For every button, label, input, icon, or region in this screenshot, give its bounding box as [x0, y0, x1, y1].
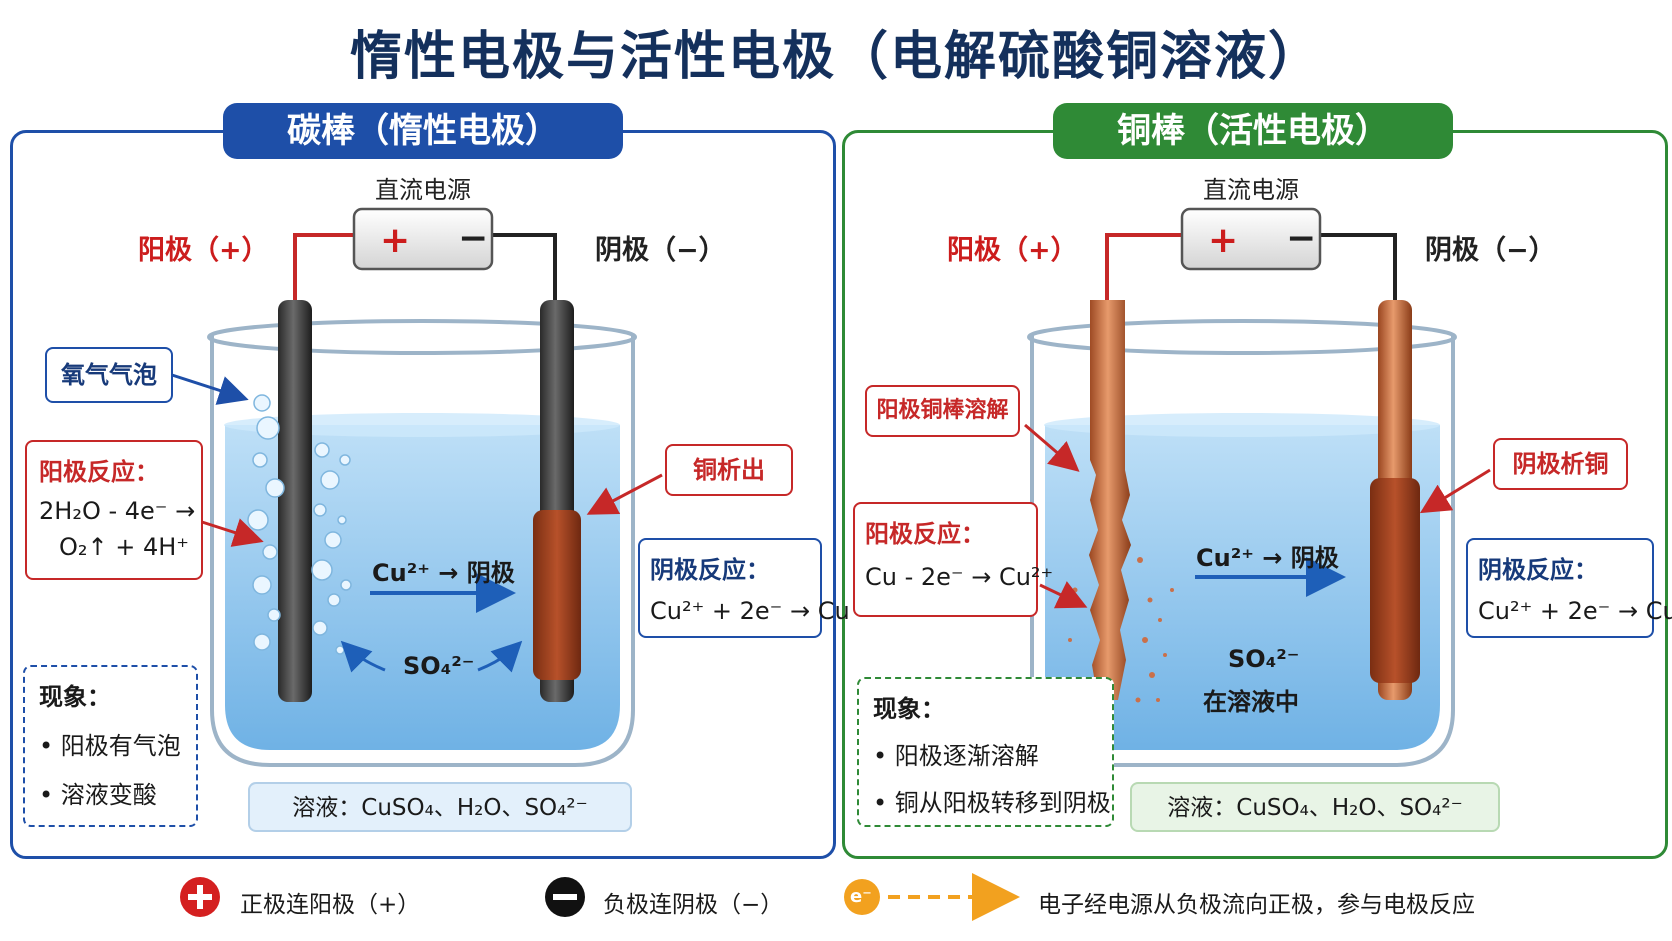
active-panel-tab: 铜棒（活性电极）: [1053, 103, 1453, 159]
cathode-reaction-box: 阴极反应： Cu²⁺ + 2e⁻ → Cu: [638, 538, 850, 638]
power-supply-right: [1180, 207, 1322, 271]
phenomenon-item-right: • 阳极逐渐溶解: [873, 742, 1039, 770]
copper-pointer: [586, 473, 663, 515]
phenomena-title-right: 现象：: [873, 695, 945, 723]
anode-equation-right: Cu - 2e⁻ → Cu²⁺: [865, 563, 1054, 591]
minus-icon: −: [458, 218, 488, 259]
cathode-copper-pointer: [1419, 468, 1491, 514]
cathode-wire: [490, 233, 557, 300]
anode-label: 阳极（+）: [138, 235, 269, 266]
cathode-reaction-box-right: 阴极反应： Cu²⁺ + 2e⁻ → Cu: [1466, 538, 1672, 638]
anode-reaction-title-right: 阳极反应：: [865, 520, 985, 548]
page-title: 惰性电极与活性电极（电解硫酸铜溶液）: [349, 27, 1322, 87]
anode-equation-line1: 2H₂O - 4e⁻ →: [39, 497, 196, 525]
phenomenon-item: • 溶液变酸: [39, 781, 157, 809]
solution-label-right: 溶液：CuSO₄、H₂O、SO₄²⁻: [1130, 782, 1500, 832]
power-supply-label-right: 直流电源: [1203, 176, 1299, 204]
plus-icon: +: [380, 220, 410, 261]
anode-equation-line2: O₂↑ + 4H⁺: [59, 533, 189, 561]
cathode-equation: Cu²⁺ + 2e⁻ → Cu: [650, 597, 850, 625]
carbon-anode: [278, 300, 312, 702]
copper-deposit-callout: 铜析出: [665, 444, 793, 496]
electron-symbol: e⁻: [850, 886, 872, 907]
cathode-wire-right: [1318, 233, 1397, 300]
copper-deposit-label: 铜析出: [693, 456, 765, 484]
copper-anode: [1089, 300, 1131, 700]
anode-reaction-box: 阳极反应： 2H₂O - 4e⁻ → O₂↑ + 4H⁺: [25, 440, 203, 580]
cathode-reaction-title: 阴极反应：: [650, 556, 770, 584]
phenomenon-item-right: • 铜从阳极转移到阴极: [873, 789, 1111, 817]
phenomena-box-right: 现象： • 阳极逐渐溶解 • 铜从阳极转移到阴极: [857, 677, 1114, 827]
copper-deposit: [533, 510, 581, 680]
oxygen-bubble-callout: 氧气气泡: [45, 347, 173, 403]
cu-ion-migration-label: Cu²⁺ → 阴极: [372, 559, 515, 587]
cu-ion-migration-label-right: Cu²⁺ → 阴极: [1196, 544, 1339, 572]
inert-panel-tab: 碳棒（惰性电极）: [223, 103, 623, 159]
cathode-label-right: 阴极（−）: [1425, 235, 1556, 266]
bubble-pointer: [171, 373, 249, 405]
cathode-equation-right: Cu²⁺ + 2e⁻ → Cu: [1478, 597, 1672, 625]
phenomena-title: 现象：: [39, 683, 111, 711]
solution-label: 溶液：CuSO₄、H₂O、SO₄²⁻: [248, 782, 632, 832]
anode-reaction-pointer: [201, 518, 264, 547]
anode-wire-right: [1105, 233, 1183, 300]
minus-icon-right: −: [1286, 218, 1316, 259]
electron-flow-label: 电子经电源从负极流向正极，参与电极反应: [1038, 892, 1475, 918]
cathode-reaction-title-right: 阴极反应：: [1478, 556, 1598, 584]
power-supply-label: 直流电源: [375, 176, 471, 204]
power-supply: [352, 207, 494, 271]
negative-legend-label: 负极连阴极（−）: [603, 892, 784, 918]
copper-deposit-right: [1370, 478, 1420, 683]
anode-wire: [293, 233, 355, 300]
active-beaker: [1027, 319, 1457, 767]
anode-reaction-pointer-right: [1039, 581, 1088, 609]
oxygen-bubble-label: 氧气气泡: [61, 361, 157, 389]
phenomenon-item: • 阳极有气泡: [39, 732, 181, 760]
anode-dissolve-label: 阳极铜棒溶解: [876, 398, 1009, 423]
anode-dissolve-callout: 阳极铜棒溶解: [865, 385, 1020, 437]
plus-icon-right: +: [1208, 220, 1238, 261]
sulfate-arrow-right: [477, 640, 523, 673]
sulfate-ion-label-right: SO₄²⁻: [1228, 645, 1300, 673]
anode-reaction-box-right: 阳极反应： Cu - 2e⁻ → Cu²⁺: [853, 502, 1054, 617]
positive-legend-label: 正极连阳极（+）: [240, 892, 421, 918]
cathode-label: 阴极（−）: [595, 235, 726, 266]
phenomena-box: 现象： • 阳极有气泡 • 溶液变酸: [23, 665, 198, 827]
cathode-copper-callout: 阴极析铜: [1493, 438, 1628, 490]
electron-legend-icon: [844, 879, 880, 915]
dissolve-pointer: [1024, 423, 1080, 472]
anode-label-right: 阳极（+）: [947, 235, 1078, 266]
sulfate-arrow-left: [340, 640, 386, 673]
sulfate-note: 在溶液中: [1203, 688, 1299, 716]
sulfate-ion-label: SO₄²⁻: [403, 652, 475, 680]
anode-reaction-title: 阳极反应：: [39, 458, 159, 486]
cathode-copper-label: 阴极析铜: [1512, 450, 1609, 478]
